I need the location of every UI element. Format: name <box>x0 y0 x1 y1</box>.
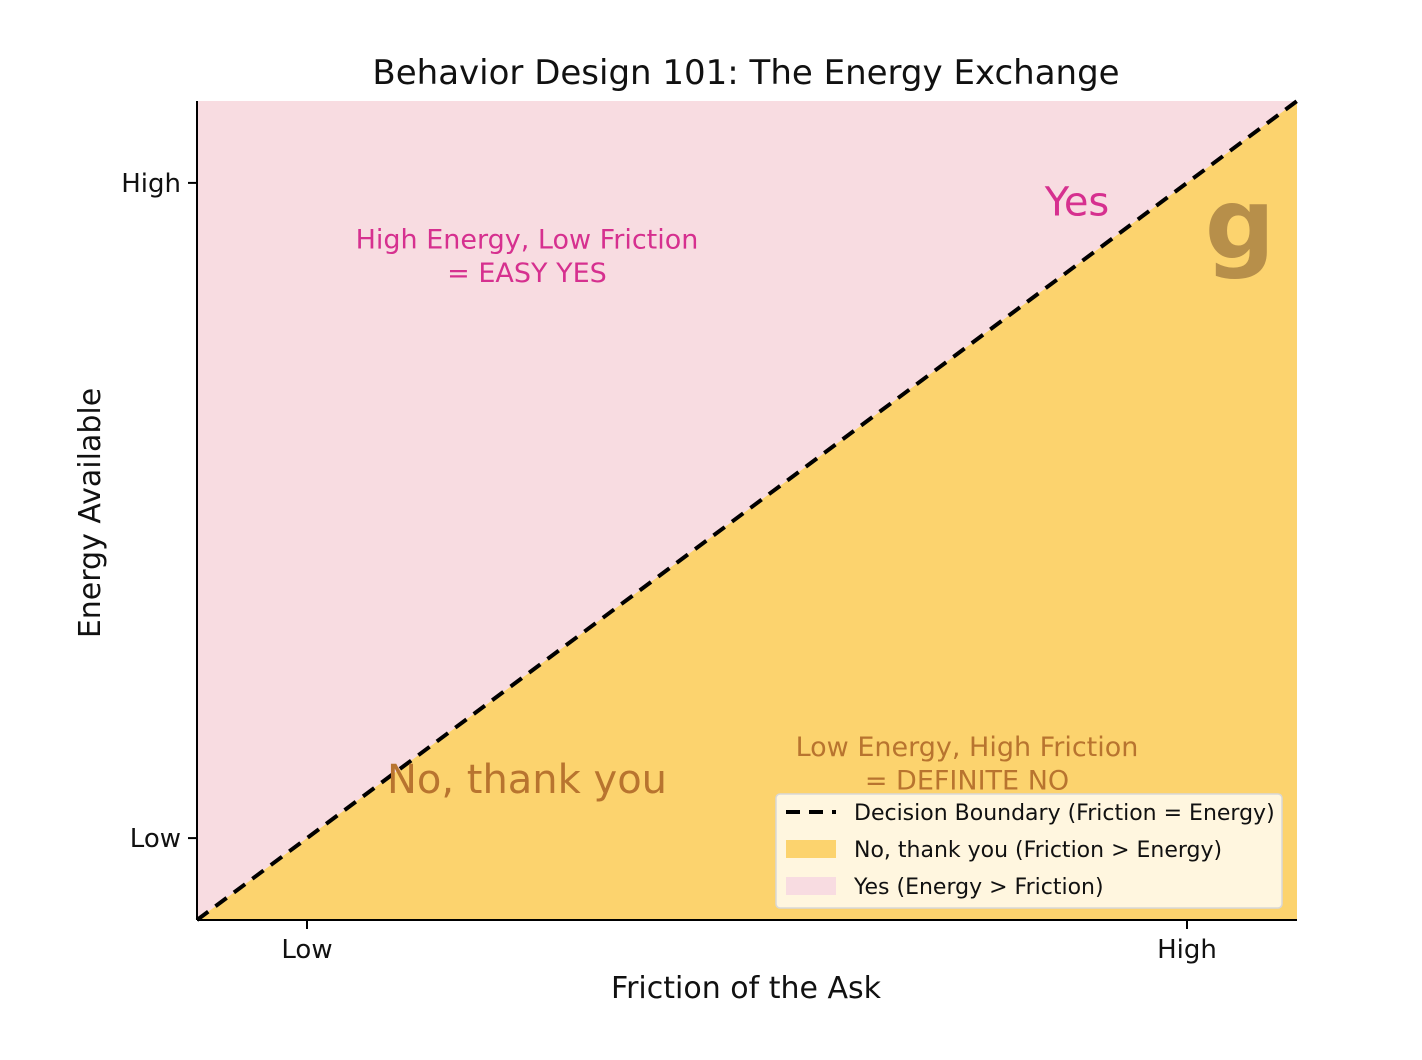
annotation-0-line-1: = EASY YES <box>447 258 607 289</box>
y-tick-label-1: High <box>121 169 181 199</box>
annotation-0-line-0: High Energy, Low Friction <box>356 224 699 255</box>
legend-swatch-1 <box>786 840 836 858</box>
legend-swatch-2 <box>786 877 836 895</box>
x-tick-label-1: High <box>1157 935 1217 965</box>
annotations: High Energy, Low Friction= EASY YES Low E… <box>356 168 1275 803</box>
x-tick-label-0: Low <box>281 935 332 965</box>
x-axis-label: Friction of the Ask <box>611 971 882 1006</box>
annotation-3-line-0: No, thank you <box>387 757 667 803</box>
annotation-2-line-0: Yes <box>1044 180 1110 226</box>
y-axis-label: Energy Available <box>73 388 108 638</box>
legend: Decision Boundary (Friction = Energy) No,… <box>775 793 1283 909</box>
logo-watermark: g <box>1205 168 1275 282</box>
plot-area <box>195 99 1299 922</box>
annotation-1-line-1: = DEFINITE NO <box>865 766 1069 797</box>
legend-label-2: Yes (Energy > Friction) <box>853 875 1104 900</box>
no-region <box>197 101 1297 920</box>
annotation-1-line-0: Low Energy, High Friction <box>796 732 1139 763</box>
legend-box <box>775 793 1283 909</box>
y-tick-label-0: Low <box>130 824 181 854</box>
chart-title: Behavior Design 101: The Energy Exchange <box>372 53 1119 93</box>
legend-label-0: Decision Boundary (Friction = Energy) <box>854 801 1275 826</box>
legend-label-1: No, thank you (Friction > Energy) <box>854 838 1222 863</box>
